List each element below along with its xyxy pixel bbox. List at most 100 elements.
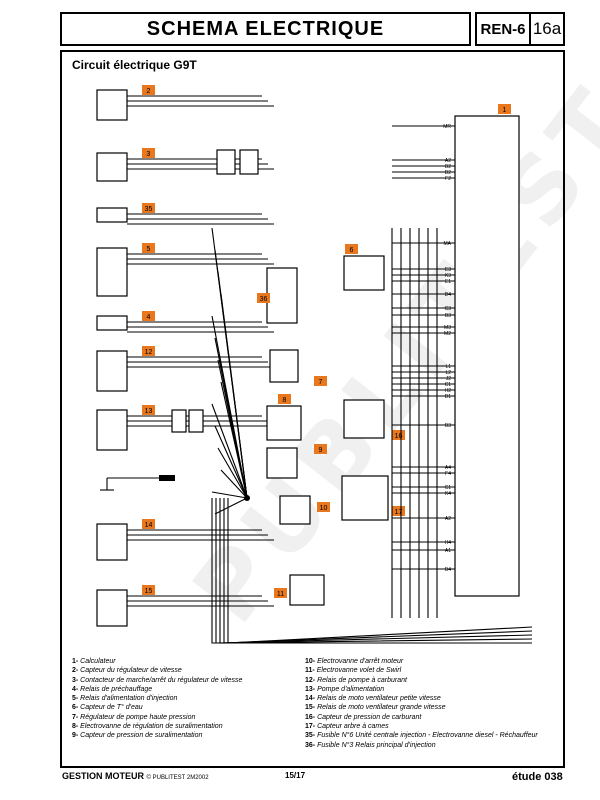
footer-left: GESTION MOTEUR © PUBLITEST 2M2002 xyxy=(62,771,209,781)
component-tag-number: 1 xyxy=(503,107,507,114)
legend-item-text: Fusible N°3 Relais principal d'injection xyxy=(317,741,436,749)
component-tag xyxy=(142,519,155,529)
ecu-pin-label: D4 xyxy=(445,292,452,298)
legend-item-number: 8- xyxy=(72,723,81,731)
legend-item-text: Electrovanne de régulation de suraliment… xyxy=(80,723,223,731)
diagram-title: Circuit électrique G9T xyxy=(72,58,197,72)
component-tag-number: 8 xyxy=(283,397,287,404)
component-tag-number: 36 xyxy=(260,296,268,303)
ecu-pin-label: K3 xyxy=(445,273,451,279)
component-tag-number: 13 xyxy=(145,408,153,415)
left-component xyxy=(96,207,128,223)
ecu-pin-label: A4 xyxy=(445,465,451,471)
wire xyxy=(211,403,248,499)
ecu-pin-label: C1 xyxy=(445,382,452,388)
ecu-pin-label: D1 xyxy=(445,394,452,400)
component-tag-number: 11 xyxy=(277,591,284,598)
ecu-pin-label: A2 xyxy=(445,158,451,164)
legend-item-number: 36- xyxy=(305,741,318,749)
legend-item-text: Capteur arbre à cames xyxy=(317,723,389,731)
wire xyxy=(219,498,532,644)
component-tag xyxy=(142,85,155,95)
left-component xyxy=(96,89,128,121)
inner-component xyxy=(341,475,389,521)
component-tag-number: 10 xyxy=(320,505,328,512)
relay-block xyxy=(171,409,187,433)
legend-item: 16- Capteur de pression de carburant xyxy=(305,713,538,722)
component-tag-number: 9 xyxy=(319,447,323,454)
legend-item-number: 12- xyxy=(305,676,318,684)
component-tag xyxy=(142,405,155,415)
legend-item-text: Relais de pompe à carburant xyxy=(317,676,407,684)
component-tag-number: 4 xyxy=(147,314,151,321)
ecu-pin-label: L1 xyxy=(445,364,451,370)
inner-component xyxy=(289,574,325,606)
ecu-pin-label: J2 xyxy=(446,376,452,382)
header-page: 16a xyxy=(531,12,565,46)
ecu-pin-label: M3 xyxy=(444,325,451,331)
legend-item-text: Relais de préchauffage xyxy=(80,685,153,693)
legend-item-number: 9- xyxy=(72,732,81,740)
legend-item-number: 16- xyxy=(305,713,318,721)
component-tag xyxy=(142,311,155,321)
legend-item-text: Fusible N°6 Unité centrale injection - E… xyxy=(317,732,538,740)
left-component xyxy=(96,152,128,182)
component-tag xyxy=(142,148,155,158)
wire xyxy=(211,498,532,644)
legend-item: 9- Capteur de pression de suralimentatio… xyxy=(72,731,242,740)
legend-item-number: 2- xyxy=(72,667,81,675)
left-component xyxy=(96,247,128,297)
legend-item: 10- Electrovanne d'arrêt moteur xyxy=(305,657,538,666)
legend-item: 35- Fusible N°6 Unité centrale injection… xyxy=(305,731,538,740)
legend-item: 14- Relais de moto ventilateur petite vi… xyxy=(305,694,538,703)
component-tag xyxy=(278,394,291,404)
footer-page-number: 15/17 xyxy=(285,771,306,780)
legend-item: 13- Pompe d'alimentation xyxy=(305,685,538,694)
component-tag xyxy=(142,203,155,213)
left-component xyxy=(96,350,128,392)
inner-component xyxy=(266,447,298,479)
legend-item-number: 13- xyxy=(305,685,318,693)
legend-item-text: Relais de moto ventilateur petite vitess… xyxy=(317,695,441,703)
inner-component xyxy=(279,495,311,525)
legend-item: 5- Relais d'alimentation d'injection xyxy=(72,694,242,703)
component-tag xyxy=(274,588,287,598)
harness-junction xyxy=(244,495,250,501)
inner-component xyxy=(266,267,298,324)
ecu-pin-label: E3 xyxy=(445,267,451,273)
wire xyxy=(227,498,532,644)
relay-block xyxy=(239,149,259,175)
legend-item-number: 7- xyxy=(72,713,81,721)
legend-item-text: Capteur de pression de carburant xyxy=(317,713,422,721)
header-title: SCHEMA ELECTRIQUE xyxy=(60,12,471,46)
wire xyxy=(220,293,248,499)
ecu-pin-label: MR xyxy=(443,124,451,130)
legend-item: 6- Capteur de T° d'eau xyxy=(72,703,242,712)
legend-item-number: 11- xyxy=(305,667,317,675)
component-tag xyxy=(142,585,155,595)
component-tag-number: 5 xyxy=(147,246,151,253)
footer-section: GESTION MOTEUR xyxy=(62,771,145,781)
legend-item-number: 35- xyxy=(305,732,318,740)
footer-study: étude 038 xyxy=(512,771,563,783)
legend-item: 3- Contacteur de marche/arrêt du régulat… xyxy=(72,676,242,685)
legend-item: 15- Relais de moto ventilateur grande vi… xyxy=(305,703,538,712)
component-tag xyxy=(345,244,358,254)
legend-item-text: Régulateur de pompe haute pression xyxy=(80,713,196,721)
ecu-pin-label: B3 xyxy=(445,313,451,319)
legend-item-text: Capteur de pression de suralimentation xyxy=(80,732,203,740)
legend-item-text: Capteur du régulateur de vitesse xyxy=(80,667,182,675)
ecu-pin-label: M2 xyxy=(444,331,451,337)
legend-item-number: 5- xyxy=(72,695,81,703)
component-tag xyxy=(257,293,270,303)
ecu-pin-label: H4 xyxy=(445,540,452,546)
legend-item: 36- Fusible N°3 Relais principal d'injec… xyxy=(305,741,538,750)
ecu-calculator xyxy=(454,115,520,597)
ecu-pin-label: H2 xyxy=(445,388,452,394)
component-tag xyxy=(392,430,405,440)
ecu-pin-label: A2 xyxy=(445,516,451,522)
component-tag xyxy=(317,502,330,512)
inner-component xyxy=(343,255,385,291)
wire xyxy=(220,469,248,499)
